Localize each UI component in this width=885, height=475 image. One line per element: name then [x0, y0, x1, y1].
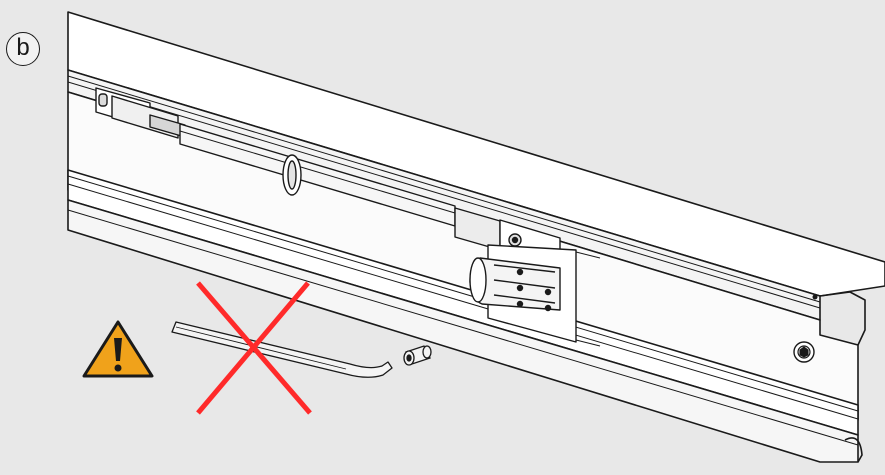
red-cross-icon	[196, 281, 312, 415]
step-badge: b	[6, 32, 40, 66]
step-label: b	[16, 33, 30, 61]
set-screw-icon	[403, 345, 432, 366]
end-screw	[793, 294, 818, 363]
rail-profile	[67, 11, 885, 463]
hex-key-icon	[171, 321, 393, 378]
warning-triangle-icon	[82, 320, 154, 378]
slider-mechanism	[95, 87, 601, 347]
